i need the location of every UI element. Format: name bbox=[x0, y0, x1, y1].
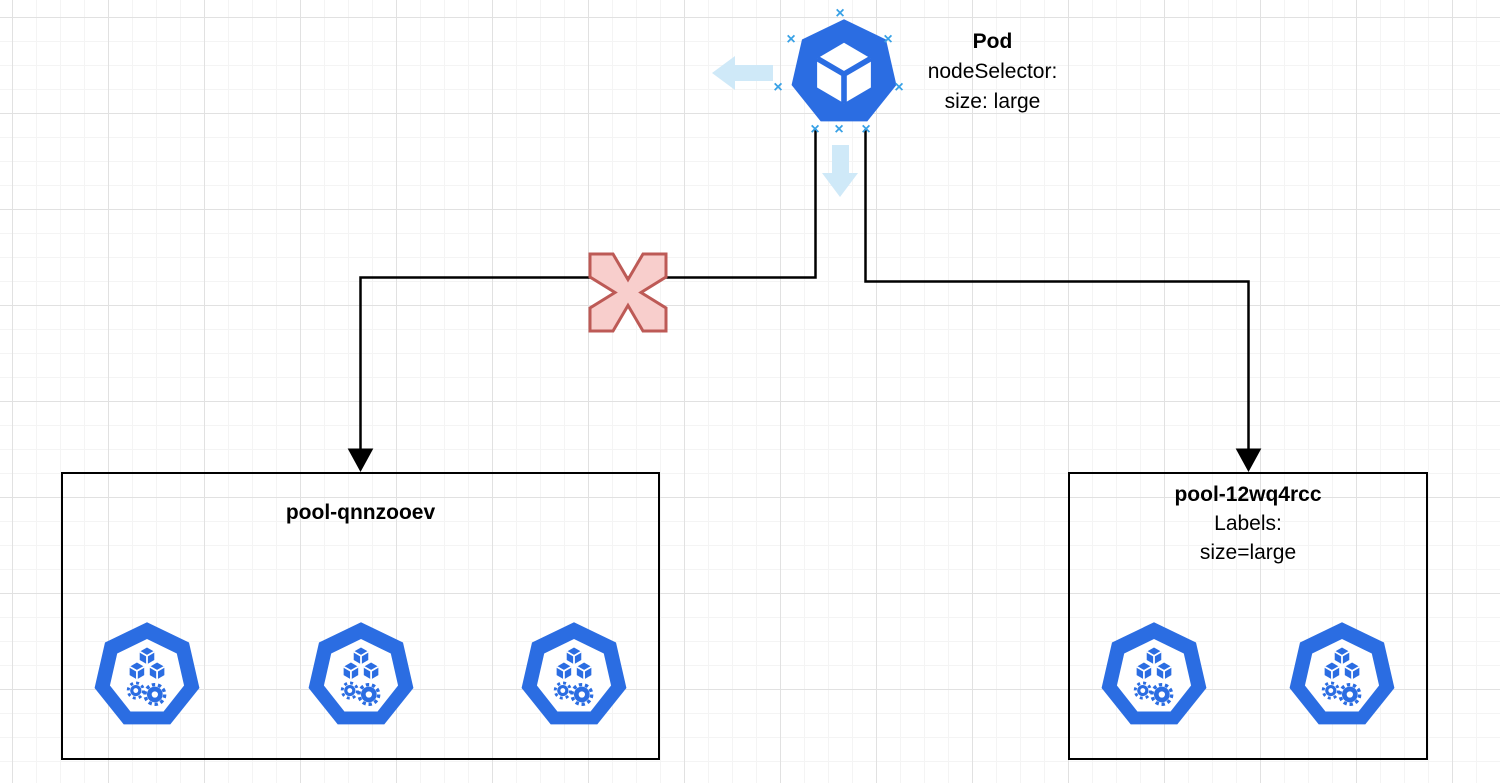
kubernetes-node-icon[interactable] bbox=[518, 620, 630, 732]
pool-right-title: pool-12wq4rcc bbox=[1174, 483, 1322, 506]
kubernetes-pod-icon[interactable] bbox=[788, 17, 900, 129]
pool-right-labels-heading: Labels: bbox=[1214, 512, 1282, 535]
pod-title: Pod bbox=[972, 30, 1013, 53]
selection-handle-icon[interactable]: × bbox=[810, 121, 820, 138]
pod-label: Pod nodeSelector: size: large bbox=[890, 27, 1095, 117]
blocked-x-icon[interactable] bbox=[588, 252, 668, 333]
node-icon-row bbox=[91, 620, 630, 732]
pool-left-title: pool-qnnzooev bbox=[285, 501, 436, 524]
pod-selector-label: nodeSelector: bbox=[927, 60, 1058, 83]
kubernetes-node-icon[interactable] bbox=[1098, 620, 1210, 732]
arrowhead-left-icon bbox=[347, 448, 374, 473]
edge-pod-to-left-pool[interactable] bbox=[359, 129, 817, 450]
node-icon-row bbox=[1098, 620, 1398, 732]
kubernetes-node-icon[interactable] bbox=[1286, 620, 1398, 732]
selection-handle-icon[interactable]: × bbox=[834, 121, 844, 138]
hover-direction-down-arrow-icon[interactable] bbox=[822, 145, 858, 197]
edge-pod-to-right-pool[interactable] bbox=[864, 129, 1250, 450]
arrowhead-right-icon bbox=[1235, 448, 1262, 473]
pod-selector-value: size: large bbox=[944, 90, 1041, 113]
selection-handle-icon[interactable]: × bbox=[883, 31, 893, 48]
hover-direction-left-arrow-icon[interactable] bbox=[712, 56, 773, 90]
selection-handle-icon[interactable]: × bbox=[786, 31, 796, 48]
node-pool-box-left[interactable]: pool-qnnzooev bbox=[61, 472, 660, 760]
selection-handle-icon[interactable]: × bbox=[894, 79, 904, 96]
pool-right-labels-value: size=large bbox=[1199, 541, 1297, 564]
selection-handle-icon[interactable]: × bbox=[861, 121, 871, 138]
selection-handle-icon[interactable]: × bbox=[773, 79, 783, 96]
node-pool-box-right[interactable]: pool-12wq4rcc Labels: size=large bbox=[1068, 472, 1428, 760]
kubernetes-node-icon[interactable] bbox=[91, 620, 203, 732]
selection-handle-icon[interactable]: × bbox=[835, 5, 845, 22]
kubernetes-node-icon[interactable] bbox=[305, 620, 417, 732]
